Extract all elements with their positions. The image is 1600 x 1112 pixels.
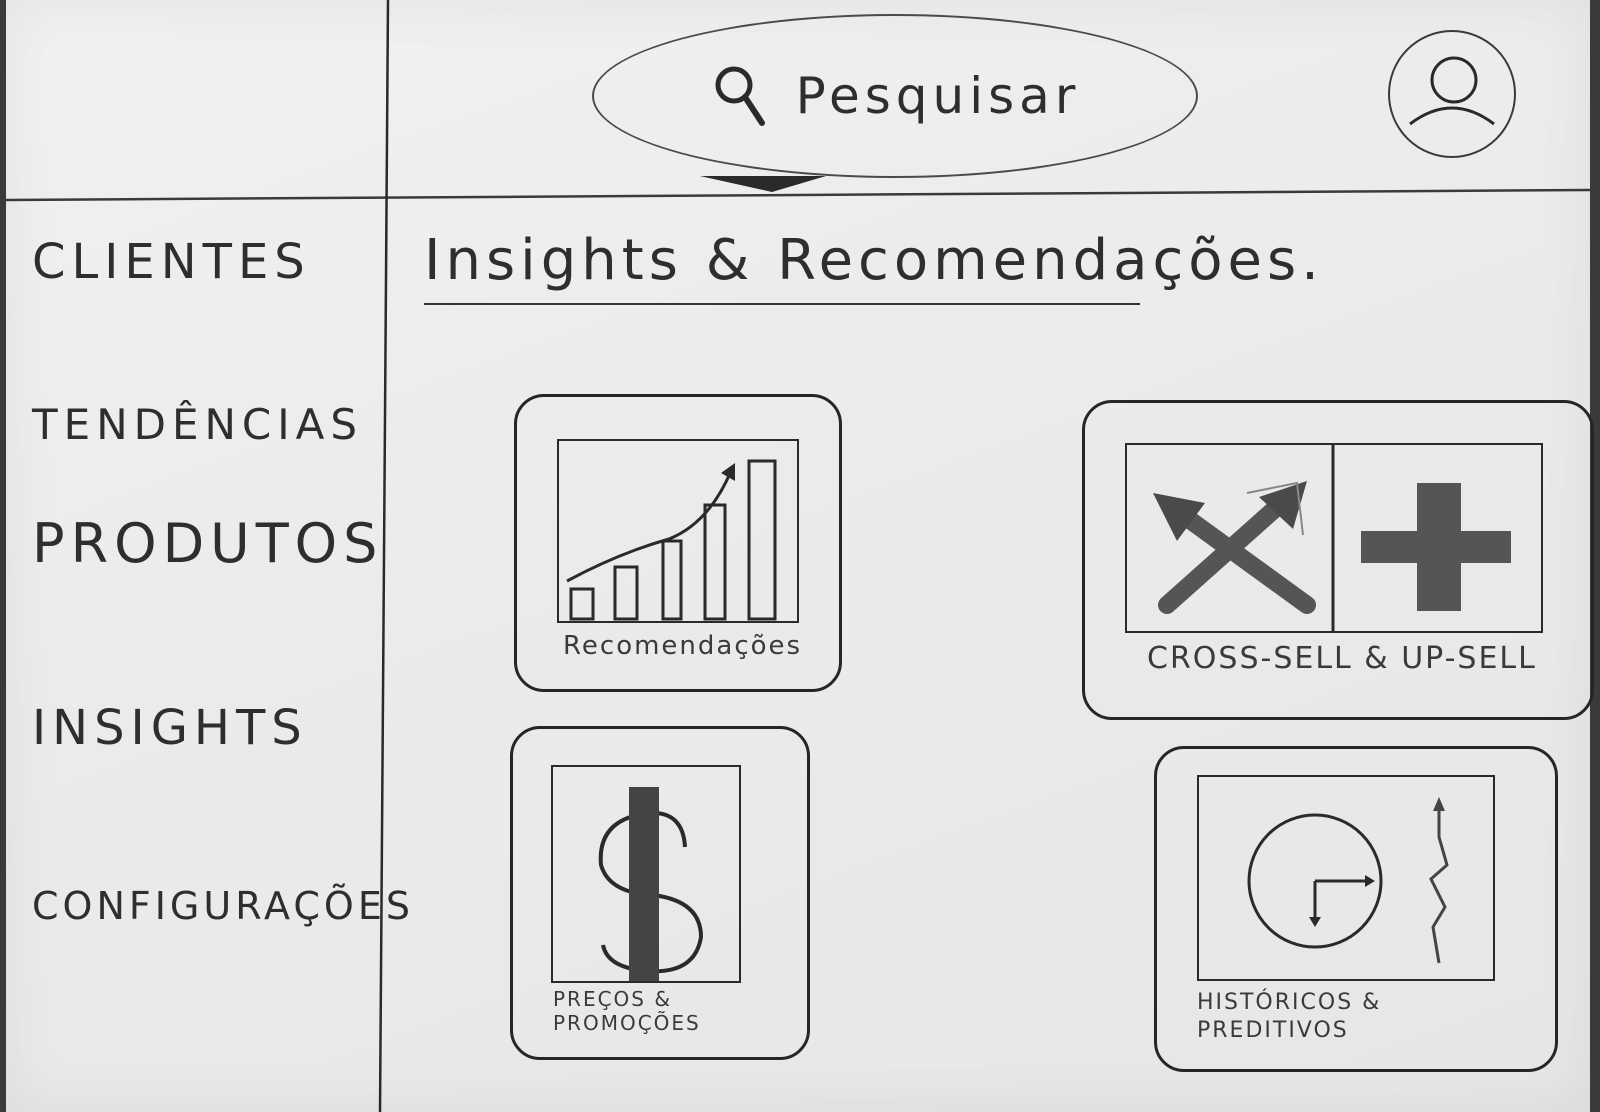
sketch-paper: Pesquisar CLIENTES TENDÊNCIAS PRODUTOS I… <box>6 0 1594 1112</box>
card-label: HISTÓRICOS & PREDITIVOS <box>1197 990 1382 1043</box>
sidebar-item-produtos[interactable]: PRODUTOS <box>32 512 384 575</box>
dollar-sign-icon <box>598 787 704 981</box>
card-precos-promocoes[interactable]: PREÇOS & PROMOÇÕES <box>510 726 810 1060</box>
sidebar-item-tendencias[interactable]: TENDÊNCIAS <box>32 400 364 449</box>
card-label: Recomendações <box>563 631 803 661</box>
card-label: CROSS-SELL & UP-SELL <box>1147 641 1537 676</box>
layout-grid-lines <box>6 0 1590 1112</box>
search-placeholder: Pesquisar <box>795 67 1081 125</box>
card-cross-sell-up-sell[interactable]: CROSS-SELL & UP-SELL <box>1082 400 1594 720</box>
card-image-frame <box>551 765 741 983</box>
page-title: Insights & Recomendações. <box>424 228 1319 305</box>
card-historicos-preditivos[interactable]: HISTÓRICOS & PREDITIVOS <box>1154 746 1558 1072</box>
search-icon <box>715 66 765 126</box>
user-avatar[interactable] <box>1388 30 1516 158</box>
crossed-arrows-and-plus-icon <box>1153 445 1511 631</box>
sidebar-item-configuracoes[interactable]: CONFIGURAÇÕES <box>32 884 414 928</box>
sidebar-item-insights[interactable]: INSIGHTS <box>32 700 308 756</box>
search-bar[interactable]: Pesquisar <box>592 14 1198 178</box>
growth-bar-chart-icon <box>566 459 777 621</box>
card-label: PREÇOS & PROMOÇÕES <box>553 987 701 1035</box>
card-image-frame <box>557 439 799 623</box>
card-recomendacoes[interactable]: Recomendações <box>514 394 842 692</box>
sidebar-item-clientes[interactable]: CLIENTES <box>32 234 311 290</box>
clock-and-trend-icon <box>1247 797 1449 964</box>
user-avatar-icon <box>1409 56 1495 126</box>
card-image-frame <box>1125 443 1543 633</box>
card-image-frame <box>1197 775 1495 981</box>
